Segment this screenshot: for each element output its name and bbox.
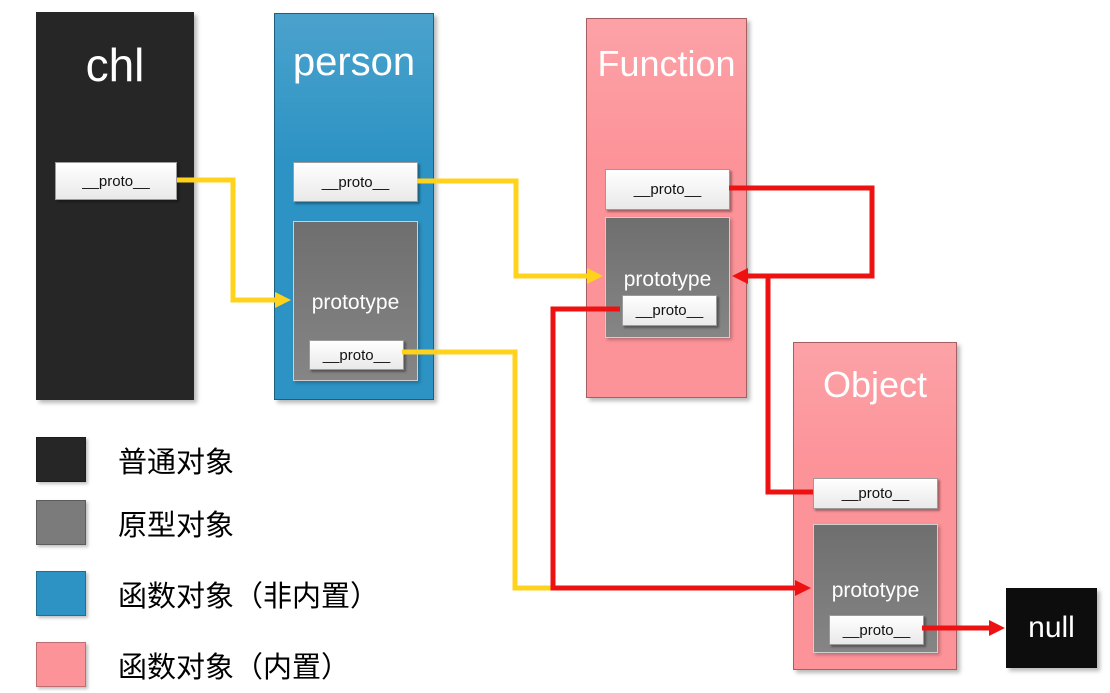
arrow-person-proto-to-function-prototype: [417, 178, 603, 284]
person-proto-field: __proto__: [293, 162, 418, 202]
legend-item-function-object-custom: 函数对象（非内置）: [36, 571, 379, 616]
node-person: person __proto__ prototype __proto__: [274, 13, 434, 400]
object-proto-field: __proto__: [813, 478, 938, 509]
node-chl: chl __proto__: [36, 12, 194, 400]
object-prototype-label: prototype: [831, 579, 920, 602]
node-function: Function __proto__ prototype __proto__: [586, 18, 747, 398]
arrow-function-proto-to-function-prototype: [729, 185, 875, 284]
function-proto-field: __proto__: [605, 169, 730, 210]
legend-label-plain-object: 普通对象: [118, 446, 235, 479]
node-null-title: null: [1028, 611, 1075, 644]
node-person-title: person: [292, 40, 416, 84]
legend-label-function-object-builtin: 函数对象（内置）: [118, 651, 351, 684]
legend-swatch-prototype-object: [36, 500, 86, 545]
node-function-title: Function: [597, 43, 736, 84]
node-null: null: [1006, 588, 1097, 668]
function-prototype-box: prototype __proto__: [605, 217, 730, 338]
object-prototype-proto-field: __proto__: [829, 615, 924, 645]
function-prototype-proto-field: __proto__: [622, 295, 717, 326]
object-prototype-box: prototype __proto__: [813, 524, 938, 653]
node-object: Object __proto__ prototype __proto__: [793, 342, 957, 670]
person-prototype-proto-field: __proto__: [309, 340, 404, 370]
legend-swatch-plain-object: [36, 437, 86, 482]
node-chl-title: chl: [85, 39, 145, 91]
legend-item-plain-object: 普通对象: [36, 437, 234, 482]
node-object-title: Object: [822, 364, 928, 405]
legend-swatch-function-object-builtin: [36, 642, 86, 687]
function-prototype-label: prototype: [623, 268, 712, 291]
legend-swatch-function-object-custom: [36, 571, 86, 616]
legend-item-function-object-builtin: 函数对象（内置）: [36, 642, 350, 687]
person-prototype-label: prototype: [311, 291, 400, 314]
person-prototype-box: prototype __proto__: [293, 221, 418, 381]
chl-proto-field: __proto__: [55, 162, 177, 200]
legend-label-function-object-custom: 函数对象（非内置）: [118, 580, 380, 613]
legend-label-prototype-object: 原型对象: [118, 509, 235, 542]
legend-item-prototype-object: 原型对象: [36, 500, 234, 545]
